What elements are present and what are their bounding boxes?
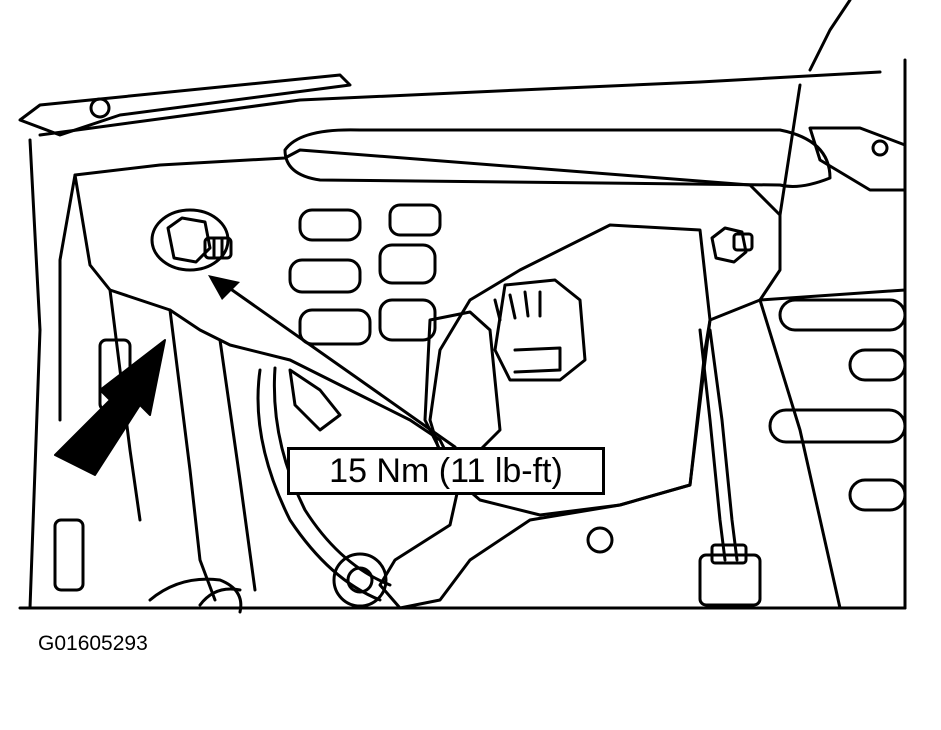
lower-connector: [698, 553, 762, 607]
trim-screw-right: [871, 139, 889, 157]
lower-grommet-inner: [346, 566, 374, 594]
upper-trim-panel: [18, 73, 352, 137]
module-cover: [428, 223, 712, 517]
lower-grommet: [332, 552, 388, 608]
connector-plug: [423, 310, 502, 452]
right-slot: [778, 298, 907, 332]
right-slot: [768, 408, 907, 444]
right-upper-edge: [808, 0, 852, 72]
left-slot: [53, 518, 85, 592]
lower-wire: [708, 328, 739, 562]
right-edge: [758, 298, 842, 610]
torque-label: 15 Nm (11 lb-ft): [329, 451, 563, 490]
right-slot: [848, 348, 907, 382]
left-column: [168, 308, 217, 602]
leader-line: [223, 283, 457, 449]
connector-body: [493, 278, 587, 382]
right-nut: [710, 226, 748, 264]
bracket-slot: [288, 258, 362, 294]
right-panel-edge: [758, 288, 907, 302]
left-column: [218, 338, 257, 592]
lower-wire: [698, 328, 727, 562]
bracket-slot: [378, 243, 437, 285]
upper-trim-edge: [38, 70, 882, 137]
direction-arrow: [54, 339, 166, 476]
trim-screw-left: [89, 97, 111, 119]
left-column: [108, 288, 142, 522]
wire-connector: [288, 368, 342, 432]
cross-bar: [283, 128, 832, 188]
lower-left-part: [148, 577, 243, 614]
lower-bolt: [586, 526, 614, 554]
connector-clip: [513, 346, 562, 374]
right-slot: [848, 478, 907, 512]
figure-id: G01605293: [38, 632, 148, 655]
lower-left-part: [198, 587, 242, 607]
stud-thread: [212, 236, 224, 260]
bracket-slot: [298, 208, 362, 242]
torque-callout: 15 Nm (11 lb-ft): [287, 447, 605, 495]
right-edge: [778, 83, 802, 217]
left-bolt-boss: [150, 208, 230, 272]
right-stud: [732, 232, 754, 252]
left-column: [58, 173, 77, 422]
lower-connector-tab: [710, 543, 748, 565]
bracket-slot: [378, 298, 437, 342]
left-edge: [28, 138, 42, 610]
bracket-slot: [388, 203, 442, 237]
bracket-slot: [298, 308, 372, 346]
connector-pins: [493, 290, 542, 322]
left-nut: [166, 216, 212, 264]
leader-arrowhead: [208, 275, 240, 300]
left-stud: [203, 236, 233, 260]
